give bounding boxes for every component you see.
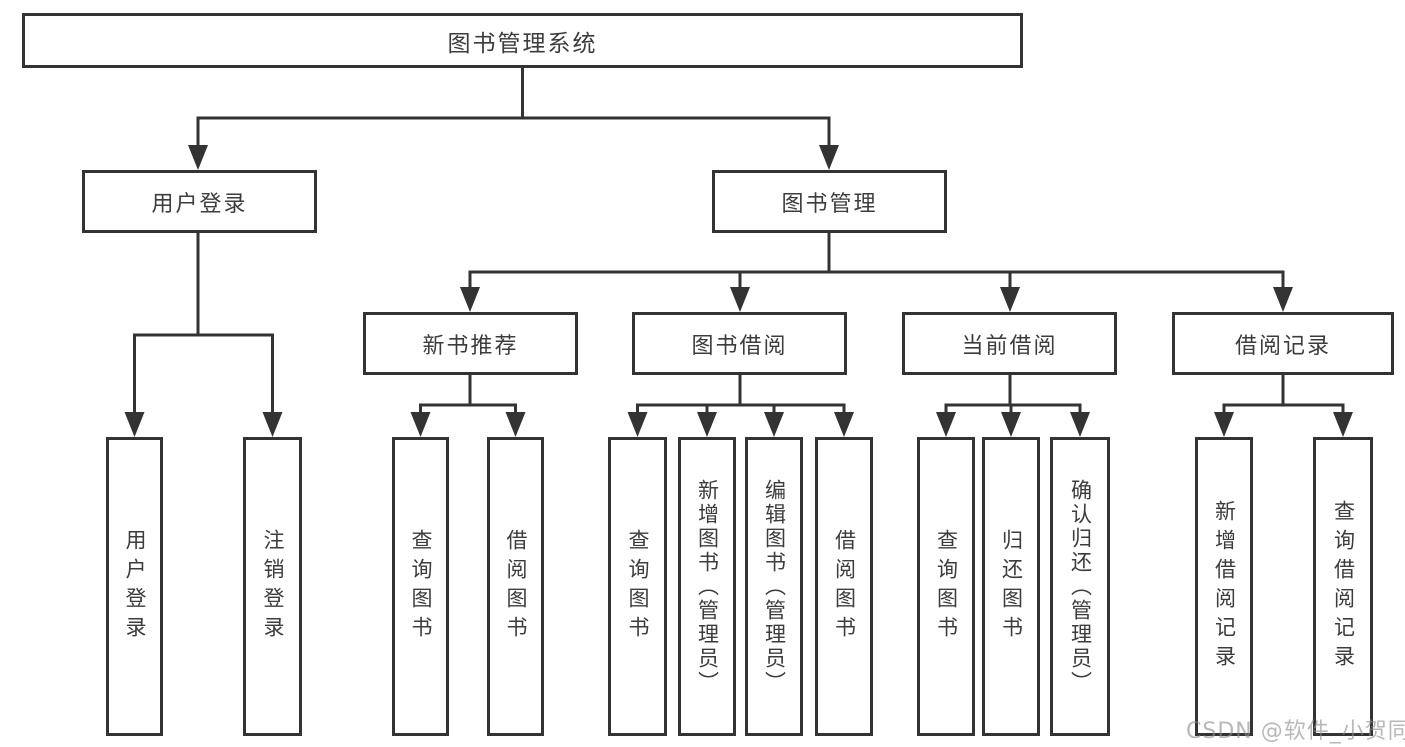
leaf-confirm-return-admin: 确认归还（管理员） — [1050, 437, 1110, 736]
node-book-management: 图书管理 — [712, 170, 947, 233]
connector-borrowrecord-to-leaves — [1222, 375, 1345, 417]
node-library-system: 图书管理系统 — [22, 13, 1023, 68]
leaf-borrow-books-2-label: 借阅图书 — [832, 528, 857, 645]
leaf-query-books-3: 查询图书 — [917, 437, 975, 736]
node-current-borrow-label: 当前借阅 — [961, 333, 1058, 359]
leaf-borrow-books-2: 借阅图书 — [815, 437, 873, 736]
leaf-return-books: 归还图书 — [982, 437, 1040, 736]
node-new-book-recommend: 新书推荐 — [363, 312, 578, 375]
leaf-add-books-admin: 新增图书（管理员） — [678, 437, 736, 736]
connector-root-to-level2 — [196, 68, 831, 150]
leaf-edit-books-admin: 编辑图书（管理员） — [745, 437, 803, 736]
node-borrow-records: 借阅记录 — [1172, 312, 1394, 375]
leaf-logout-login-label: 注销登录 — [261, 528, 285, 645]
leaf-logout-login: 注销登录 — [243, 437, 302, 736]
leaf-user-login-label: 用户登录 — [123, 528, 147, 645]
leaf-add-borrow-record-label: 新增借阅记录 — [1212, 499, 1237, 674]
leaf-borrow-books-1: 借阅图书 — [487, 437, 544, 736]
node-book-management-label: 图书管理 — [781, 191, 878, 217]
leaf-return-books-label: 归还图书 — [999, 528, 1024, 645]
watermark-text: CSDN @软件_小贺同学 — [1186, 719, 1405, 744]
leaf-query-books-3-label: 查询图书 — [934, 528, 959, 645]
leaf-query-books-2: 查询图书 — [608, 437, 667, 736]
node-user-login: 用户登录 — [82, 170, 317, 233]
node-user-login-label: 用户登录 — [151, 191, 248, 217]
node-book-borrow-label: 图书借阅 — [691, 333, 788, 359]
connector-bookmgmt-to-level3 — [468, 233, 1285, 292]
leaf-query-books-1-label: 查询图书 — [409, 528, 433, 645]
arrowheads — [124, 145, 1353, 437]
node-new-book-recommend-label: 新书推荐 — [422, 333, 519, 359]
leaf-query-books-2-label: 查询图书 — [626, 528, 650, 645]
watermark: CSDN @软件_小贺同学 — [1186, 713, 1405, 745]
leaf-confirm-return-admin-label: 确认归还（管理员） — [1068, 478, 1093, 695]
leaf-add-borrow-record: 新增借阅记录 — [1195, 437, 1253, 736]
leaf-borrow-books-1-label: 借阅图书 — [504, 528, 528, 645]
leaf-query-borrow-record-label: 查询借阅记录 — [1331, 499, 1356, 674]
node-current-borrow: 当前借阅 — [902, 312, 1117, 375]
connector-currentborrow-to-leaves — [944, 375, 1082, 417]
connector-userlogin-to-leaves — [133, 233, 274, 417]
leaf-edit-books-admin-label: 编辑图书（管理员） — [762, 478, 787, 695]
node-book-borrow: 图书借阅 — [632, 312, 847, 375]
leaf-user-login: 用户登录 — [106, 437, 163, 736]
leaf-query-borrow-record: 查询借阅记录 — [1313, 437, 1373, 736]
connector-newbook-to-leaves — [419, 375, 517, 417]
connector-bookborrow-to-leaves — [636, 375, 846, 417]
node-library-system-label: 图书管理系统 — [447, 30, 598, 57]
leaf-query-books-1: 查询图书 — [392, 437, 449, 736]
leaf-add-books-admin-label: 新增图书（管理员） — [695, 478, 720, 695]
node-borrow-records-label: 借阅记录 — [1234, 333, 1331, 359]
